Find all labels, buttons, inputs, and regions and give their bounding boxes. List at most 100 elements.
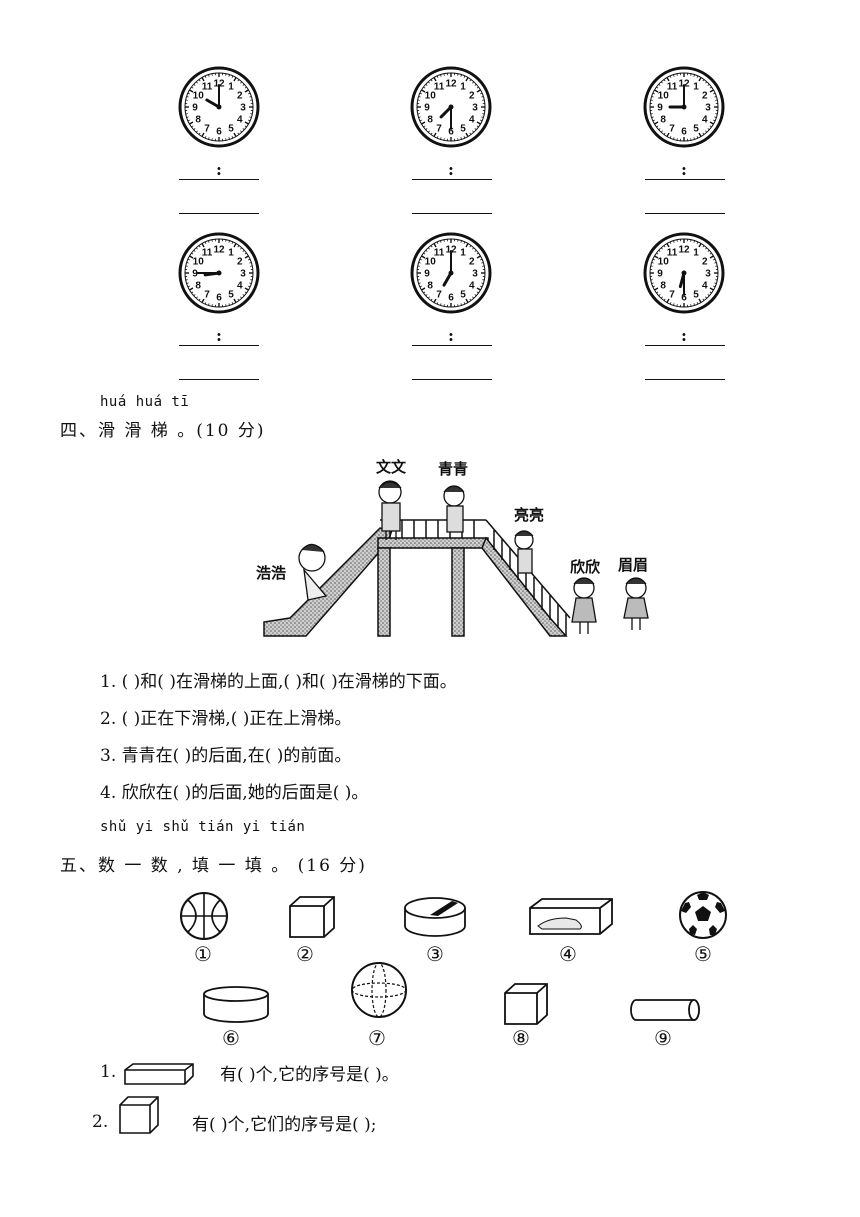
- slide-platform: [377, 537, 489, 549]
- clock-tick: [204, 75, 207, 78]
- time-answer-blank[interactable]: [179, 213, 259, 214]
- clock-tick: [693, 303, 695, 306]
- clock-tick: [421, 255, 426, 259]
- time-answer-blank[interactable]: [645, 379, 725, 380]
- clock-tick: [249, 116, 252, 118]
- clock-tick: [660, 81, 663, 84]
- clock-tick: [705, 81, 708, 84]
- clock-tick: [654, 121, 659, 125]
- clock-tick: [418, 116, 421, 118]
- clock-numeral: 2: [702, 257, 708, 268]
- time-answer-blank[interactable]: [179, 379, 259, 380]
- clock-tick: [707, 128, 710, 131]
- clock-tick: [193, 249, 196, 252]
- clock-tick: [240, 296, 243, 299]
- clock-tick: [237, 298, 240, 301]
- clock-tick: [233, 77, 237, 82]
- clock-tick: [698, 132, 702, 137]
- clock-tick: [463, 241, 466, 244]
- clock-tick: [244, 255, 249, 259]
- clock-numeral: 7: [669, 123, 675, 134]
- section5-q1-number: 1.: [100, 1062, 117, 1082]
- clock-tick: [713, 258, 716, 261]
- clock-tick: [240, 81, 243, 84]
- clock-tick: [693, 137, 695, 140]
- time-answer-blank[interactable]: [645, 345, 725, 346]
- clock-numeral: 12: [678, 79, 690, 90]
- clock-tick: [476, 287, 481, 291]
- time-answer-blank[interactable]: [412, 179, 492, 180]
- clock-tick: [663, 132, 666, 135]
- clock-tick: [228, 74, 230, 77]
- clock-tick: [472, 296, 475, 299]
- clock-tick: [474, 294, 477, 297]
- clock-tick: [440, 137, 442, 140]
- clock-tick: [244, 89, 249, 93]
- time-answer-blank[interactable]: [179, 345, 259, 346]
- clock-numeral: 12: [445, 79, 457, 90]
- clock-tick: [696, 75, 699, 78]
- clock-tick: [698, 77, 702, 82]
- clock-tick: [195, 130, 198, 133]
- clock-numeral: 9: [424, 103, 430, 114]
- time-answer-blank[interactable]: [645, 213, 725, 214]
- kid-liangliang-figure: [514, 530, 534, 574]
- clock-tick: [231, 241, 234, 244]
- clock-tick: [187, 92, 190, 95]
- time-answer-blank[interactable]: [645, 179, 725, 180]
- time-answer-blank[interactable]: [412, 345, 492, 346]
- clock-tick: [474, 128, 477, 131]
- clock-numeral: 5: [460, 289, 466, 300]
- shoebox-icon: [529, 898, 613, 935]
- clock-numeral: 9: [192, 269, 198, 280]
- clock-tick: [476, 252, 479, 255]
- section5-pinyin: shǔ yi shǔ tián yi tián: [100, 819, 306, 835]
- shape-label-3: ③: [426, 942, 444, 966]
- time-colon: :: [216, 326, 222, 345]
- clock-tick: [652, 119, 655, 122]
- clock-tick: [481, 116, 484, 118]
- clock-tick: [469, 298, 472, 301]
- clock-numeral: 2: [237, 257, 243, 268]
- globe-sphere-icon: [351, 962, 407, 1018]
- clock-tick: [480, 258, 483, 261]
- clock-tick: [660, 247, 663, 250]
- clock-tick: [656, 291, 659, 294]
- clock-tick: [419, 258, 422, 261]
- clock-tick: [714, 282, 717, 284]
- label-wenwen: 文文: [376, 458, 407, 476]
- clock-tick: [651, 96, 654, 98]
- label-meimei: 眉眉: [618, 556, 649, 574]
- clock-tick: [427, 296, 430, 299]
- section5-q1-text: 有( )个,它的序号是( )。: [220, 1065, 399, 1085]
- clock-tick: [195, 81, 198, 84]
- clock-tick: [481, 262, 484, 264]
- clock-tick: [469, 79, 472, 82]
- clock-numeral: 11: [434, 82, 445, 93]
- clock-numeral: 12: [213, 79, 225, 90]
- clock-tick: [427, 81, 430, 84]
- clock-numeral: 1: [228, 82, 234, 93]
- clock-numeral: 5: [693, 289, 699, 300]
- clock-tick: [714, 96, 717, 98]
- shape-label-7: ⑦: [368, 1026, 386, 1050]
- clock-tick: [425, 128, 428, 131]
- clock-tick: [658, 83, 661, 86]
- clock-tick: [248, 92, 251, 95]
- clock-tick: [249, 282, 252, 284]
- clock-tick: [186, 262, 189, 264]
- time-answer-blank[interactable]: [412, 379, 492, 380]
- time-answer-blank[interactable]: [412, 213, 492, 214]
- clock-numeral: 6: [681, 127, 687, 138]
- cylinder-box-icon: [404, 897, 466, 937]
- clock-tick: [713, 92, 716, 95]
- clock-tick: [237, 79, 240, 82]
- time-answer-blank[interactable]: [179, 179, 259, 180]
- clock-tick: [709, 255, 714, 259]
- clock-tick: [656, 125, 659, 128]
- clock-tick: [208, 303, 210, 306]
- clock-tick: [193, 128, 196, 131]
- clock-tick: [187, 119, 190, 122]
- clock-tick: [660, 296, 663, 299]
